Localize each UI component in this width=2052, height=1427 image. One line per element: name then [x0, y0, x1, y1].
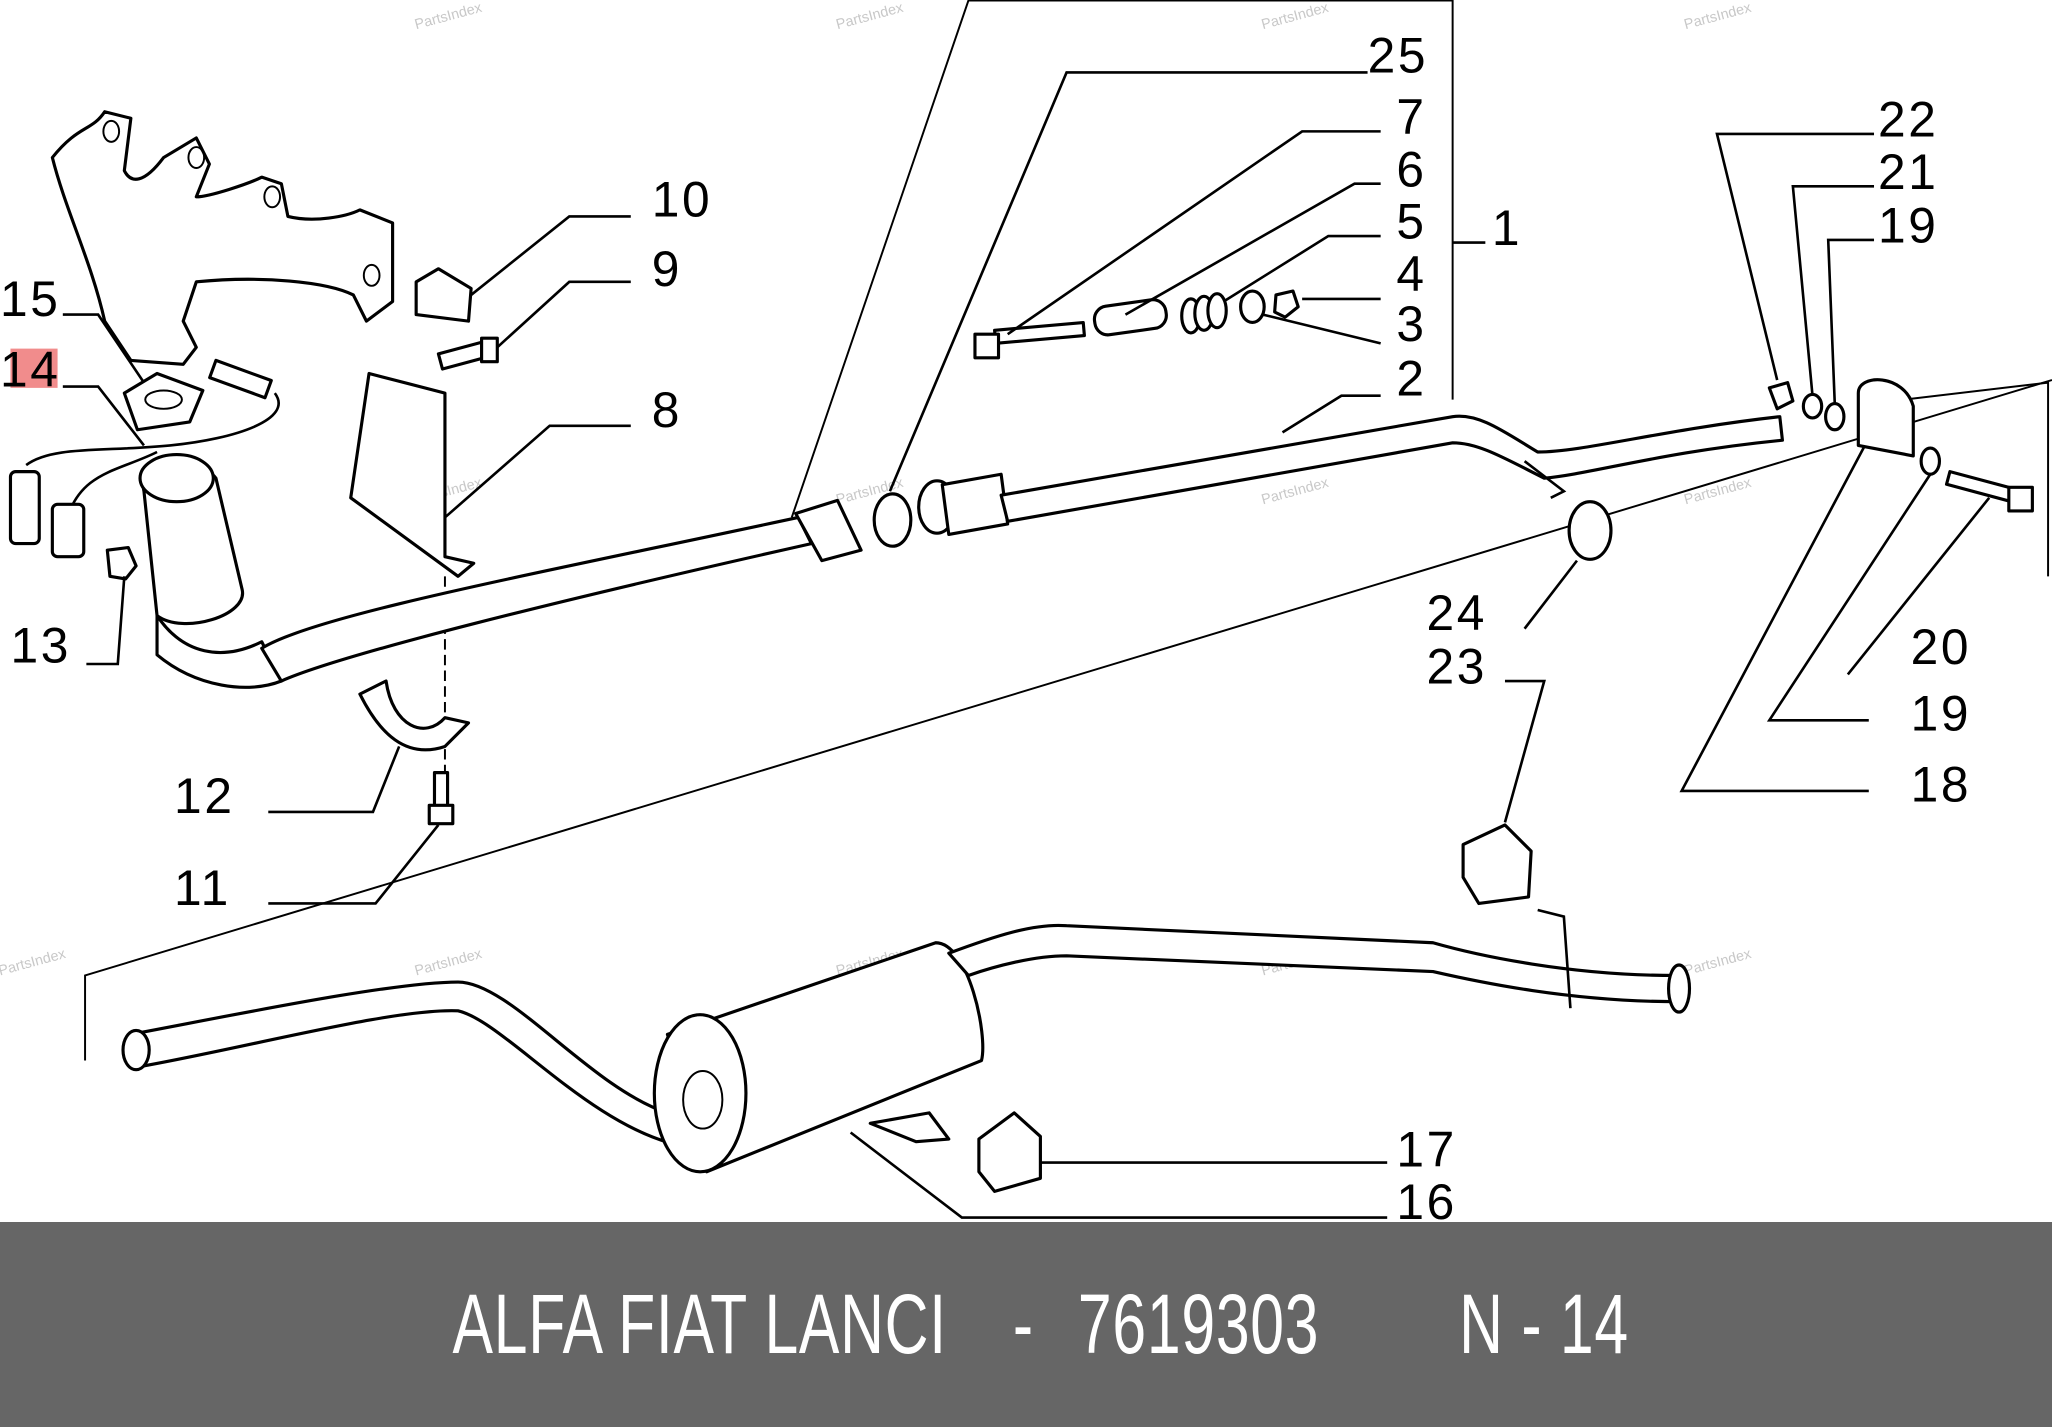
callout-20: 20: [1911, 619, 1972, 675]
bracket: [414, 267, 473, 323]
callout-22: 22: [1878, 92, 1939, 148]
catalytic-converter: [138, 453, 283, 689]
watermark: PartsIndex: [1260, 475, 1331, 508]
washer: [1801, 392, 1824, 420]
callout-17: 17: [1396, 1122, 1457, 1178]
callout-23: 23: [1426, 639, 1487, 695]
callout-labels: 25 7 6 5 4 3 2 1 22 21 19 20 19 18 24 23…: [0, 27, 1972, 1222]
front-pipe: [260, 472, 1010, 683]
watermark: PartsIndex: [1682, 946, 1753, 979]
callout-15: 15: [0, 271, 61, 327]
callout-9: 9: [652, 241, 682, 297]
callout-16: 16: [1396, 1174, 1457, 1222]
callout-6: 6: [1396, 141, 1426, 197]
caption-separator: -: [995, 1277, 1052, 1371]
rear-pipe-muffler: [121, 908, 1692, 1174]
callout-21: 21: [1878, 144, 1939, 200]
watermark: PartsIndex: [1682, 475, 1753, 508]
brand-name: ALFA FIAT LANCI: [452, 1277, 947, 1371]
lambda-sensor: [8, 358, 280, 559]
watermark: PartsIndex: [0, 946, 68, 979]
gasket-ring: [1567, 500, 1613, 561]
callout-highlight: [10, 348, 58, 388]
leader-lines: [62, 71, 1991, 1219]
clamp: [358, 679, 471, 752]
callout-25: 25: [1368, 27, 1429, 83]
watermark: PartsIndex: [1260, 0, 1331, 33]
part-caption-bar: ALFA FIAT LANCI - 7619303 N - 14: [0, 1222, 2052, 1427]
spacer: [1092, 298, 1168, 337]
callout-3: 3: [1396, 296, 1426, 352]
gasket: [122, 371, 205, 432]
washer: [1824, 402, 1846, 432]
caption-gap: [1348, 1276, 1436, 1373]
diagram-reference: N - 14: [1458, 1277, 1629, 1371]
callout-7: 7: [1396, 89, 1426, 145]
intermediate-pipe: [999, 414, 1784, 523]
watermark: PartsIndex: [1682, 0, 1753, 33]
rubber-hanger: [1461, 823, 1533, 906]
bolt: [1944, 470, 2034, 513]
callout-2: 2: [1396, 351, 1426, 407]
part-caption: ALFA FIAT LANCI - 7619303 N - 14: [409, 1276, 1643, 1373]
part-number: 7619303: [1077, 1277, 1319, 1371]
callout-1: 1: [1492, 200, 1522, 256]
callout-4: 4: [1396, 246, 1426, 302]
washer: [1919, 446, 1942, 476]
callout-8: 8: [652, 382, 682, 438]
callout-11: 11: [174, 860, 231, 916]
bolt: [427, 771, 455, 826]
rubber-hanger: [977, 1111, 1042, 1193]
rubber-mount: [1856, 378, 1915, 458]
nut: [1273, 289, 1300, 319]
group-separators: [84, 0, 2052, 1061]
callout-5: 5: [1396, 194, 1426, 250]
callout-18: 18: [1911, 756, 1972, 812]
pipe-hanger: [1523, 460, 1567, 499]
callout-19: 19: [1878, 198, 1939, 254]
bolt: [436, 336, 499, 371]
callout-24: 24: [1426, 585, 1487, 641]
exhaust-parts-diagram: PartsIndex PartsIndex PartsIndex PartsIn…: [0, 0, 2052, 1222]
bolt: [973, 320, 1086, 360]
watermark: PartsIndex: [413, 0, 484, 33]
spring: [1180, 292, 1228, 335]
nut: [1767, 381, 1795, 411]
support-bracket: [349, 371, 476, 578]
callout-19: 19: [1911, 686, 1972, 742]
callout-12: 12: [174, 768, 235, 824]
callout-14: 14: [0, 342, 61, 398]
watermark: PartsIndex: [413, 946, 484, 979]
washer: [1239, 289, 1266, 325]
callout-10: 10: [652, 171, 713, 227]
watermark: PartsIndex: [834, 0, 905, 33]
nut: [105, 545, 138, 581]
exhaust-manifold: [50, 110, 395, 366]
callout-13: 13: [10, 618, 71, 674]
